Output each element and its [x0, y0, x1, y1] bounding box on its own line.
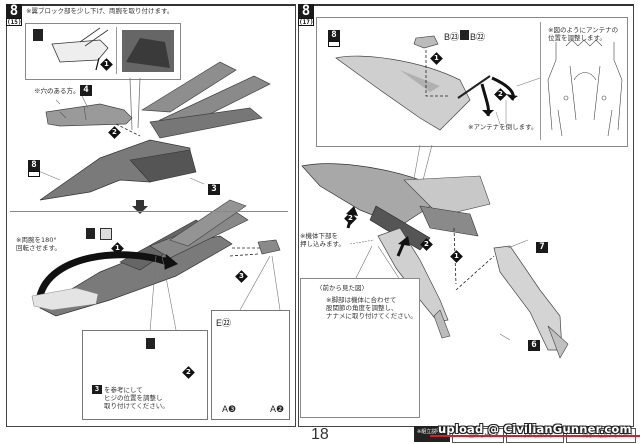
- right-part-tag-7: 7: [536, 242, 548, 253]
- footer-legend-label-bg: ※組立説明: [414, 426, 450, 442]
- antenna-detail-box: [316, 17, 628, 147]
- watermark-underline: [430, 435, 640, 437]
- right-part-tag-8-sub: [328, 41, 340, 47]
- part-label-e22: E㉒: [216, 318, 232, 328]
- front-view-note: ※脚部は機体に合わせて 股関節の角度を調整し、 ナナメに取り付けてください。: [326, 296, 417, 320]
- front-view-box: [300, 278, 420, 418]
- rotate-note: ※両腕を180° 回転させます。: [16, 236, 61, 252]
- nipper-icon: [33, 29, 43, 41]
- sticker-icon: [100, 228, 112, 240]
- nipper-icon-3: [146, 338, 155, 349]
- adjust-note: ※図のようにアンテナの 位置を調整します。: [548, 26, 619, 42]
- part-tag-8: 8: [28, 160, 40, 171]
- part-label-a3: A❸: [222, 404, 237, 414]
- nipper-icon-2: [86, 228, 95, 239]
- front-view-title: 〈前から見た図〉: [316, 284, 368, 292]
- left-step-sub: (15): [6, 18, 22, 26]
- right-page-frame: [298, 4, 634, 427]
- right-step-number: 8: [298, 4, 314, 18]
- left-page-frame: [6, 4, 296, 427]
- left-step-number: 8: [6, 4, 22, 18]
- page-number: 18: [311, 426, 329, 443]
- left-top-note: ※翼ブロック部を少し下げ、両腕を取り付けます。: [26, 7, 174, 15]
- hint-note: を参考にして ヒジの位置を調整し 取り付けてください。: [104, 386, 169, 410]
- detail-divider: [116, 27, 117, 74]
- part-tag-3: 3: [208, 184, 220, 195]
- watermark-text: upload @ CivilianGunner.com: [438, 422, 632, 436]
- right-part-tag-8: 8: [328, 30, 340, 41]
- antenna-part-label: B㉓: [444, 32, 460, 42]
- parts-detail-box: [211, 310, 290, 420]
- right-part-tag-6: 6: [528, 340, 540, 351]
- push-note: ※機体下部を 押し込みます。: [300, 232, 345, 248]
- left-step-divider: [10, 211, 288, 212]
- hint-ref-tag: 3: [92, 385, 102, 394]
- antenna-swap-label: B㉒: [470, 32, 486, 42]
- antenna-box-divider: [540, 22, 541, 140]
- right-step-sub: (17): [298, 18, 314, 26]
- swap-direction-icon: [460, 30, 469, 40]
- hole-note: ※穴のある方。: [34, 88, 80, 95]
- part-tag-8-sub: [28, 171, 40, 177]
- part-tag-4: 4: [80, 85, 92, 96]
- antenna-note: ※アンテナを倒します。: [468, 123, 538, 131]
- footer-legend-label: ※組立説明: [417, 429, 442, 435]
- part-label-a2: A❷: [270, 404, 285, 414]
